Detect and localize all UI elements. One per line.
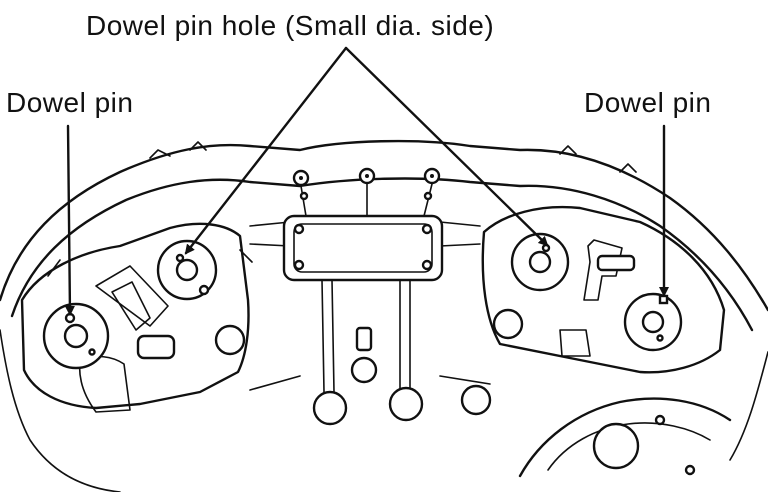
outer-housing bbox=[0, 139, 768, 493]
right-chamber bbox=[481, 205, 726, 374]
center-cover-plate bbox=[249, 214, 481, 282]
left-cam-sprockets bbox=[42, 239, 218, 370]
dowel-pin-hole-label: Dowel pin hole (Small dia. side) bbox=[86, 10, 495, 41]
right-cam-sprockets bbox=[510, 232, 683, 352]
left-dowel-pin-label: Dowel pin bbox=[6, 87, 134, 118]
upper-bolts bbox=[292, 167, 441, 217]
arrow-left-dowel-hole bbox=[184, 46, 348, 255]
leader-arrows bbox=[64, 46, 669, 316]
lower-right-housing bbox=[518, 397, 732, 478]
left-chamber bbox=[20, 222, 253, 413]
arrow-right-dowel-hole bbox=[344, 46, 549, 247]
arrow-left-dowel-pin bbox=[64, 124, 75, 316]
right-dowel-pin-label: Dowel pin bbox=[584, 87, 712, 118]
lower-pulleys bbox=[249, 279, 492, 426]
